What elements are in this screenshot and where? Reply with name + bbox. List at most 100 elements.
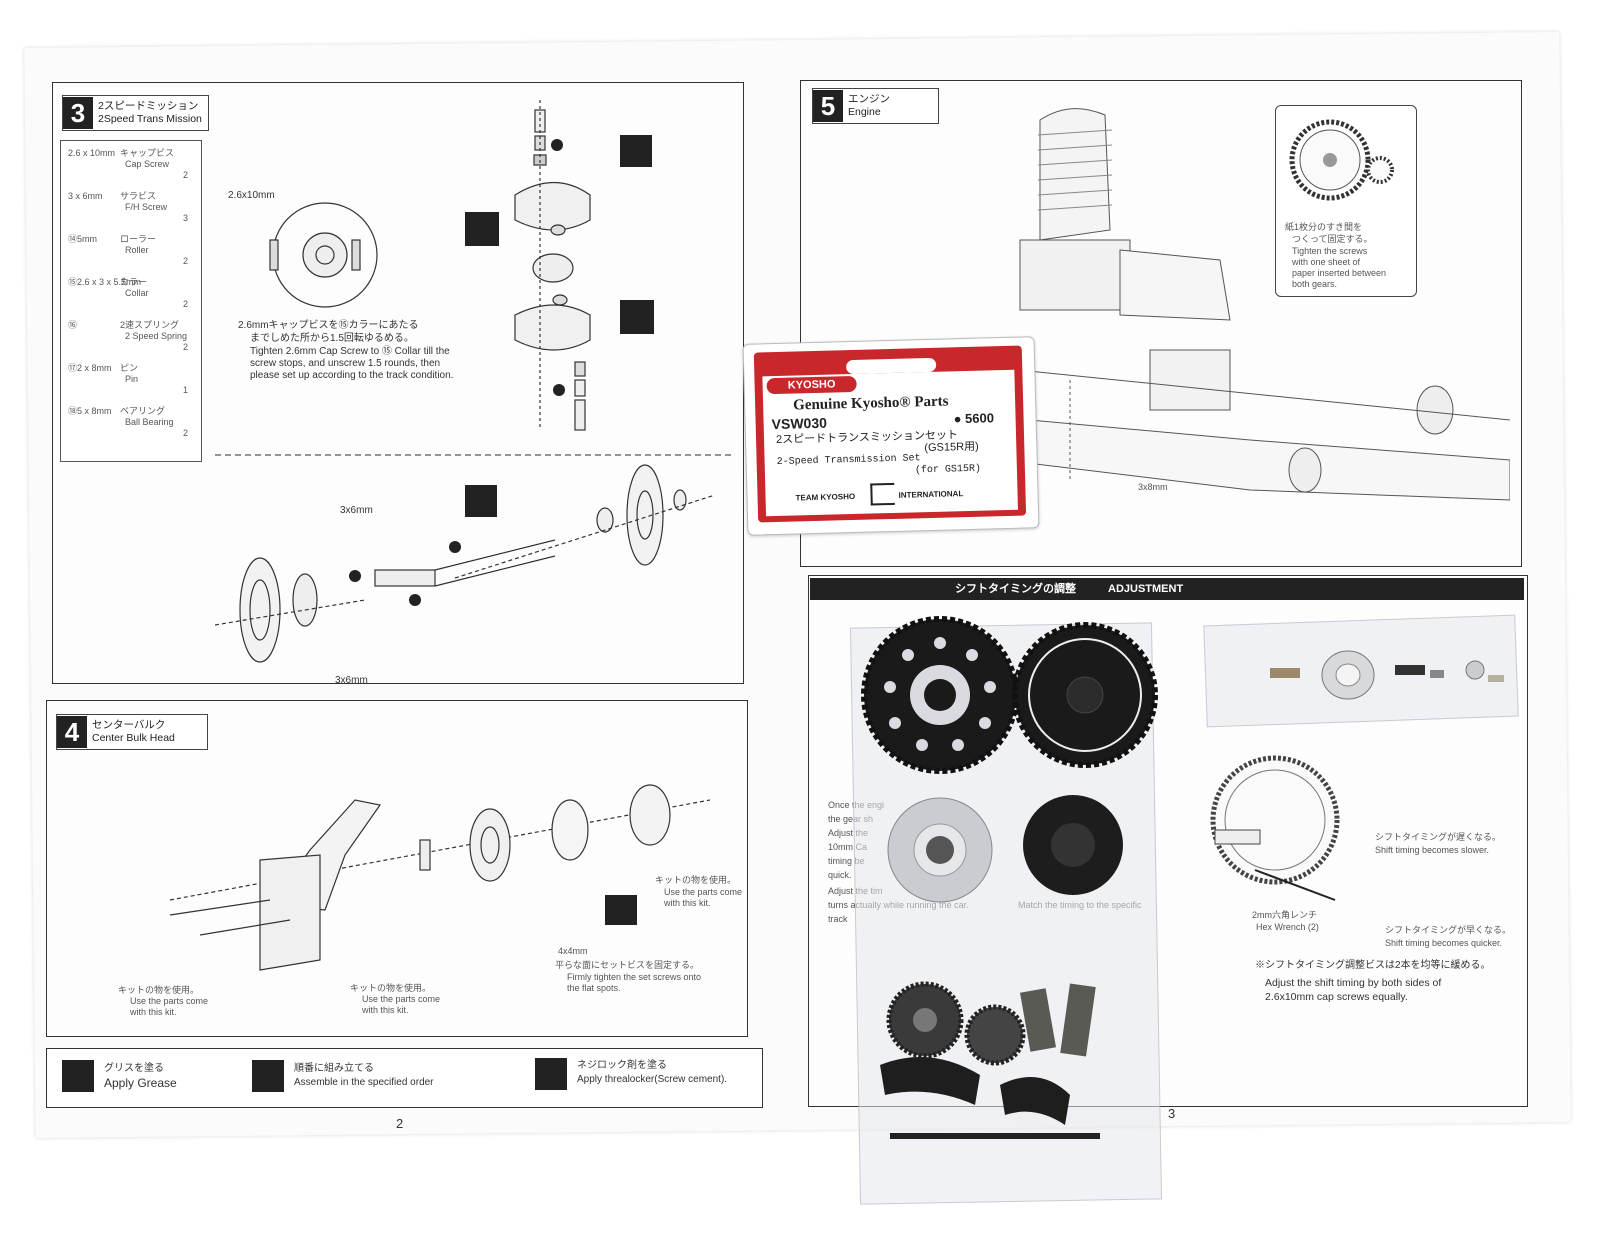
card-title: Genuine Kyosho® Parts [792, 393, 949, 414]
part-size: 3 x 6mm [68, 191, 103, 201]
legend-threadlock-en: Apply threalocker(Screw cement). [577, 1074, 728, 1085]
adjustment-text-line: track [828, 914, 848, 924]
adjustment-text-line: Adjust the [828, 828, 869, 838]
step3-number: 3 [63, 97, 93, 129]
product-name-en: 2-Speed Transmission Set [776, 453, 921, 469]
part-name-en: 2 Speed Spring [125, 331, 188, 341]
page-number-left: 2 [396, 1116, 404, 1131]
part-name-en: Pin [125, 374, 139, 384]
part-qty: 2 [183, 342, 189, 352]
product-name-jp-sub: (GS15R用) [924, 440, 979, 455]
part-qty: 2 [183, 256, 189, 266]
step4-note1-en-1: Use the parts come [130, 996, 209, 1006]
step4-number: 4 [57, 716, 87, 748]
step5-title-en: Engine [848, 106, 881, 118]
step3-title-en: 2Speed Trans Mission [98, 113, 202, 125]
step3-header: 3 2スピードミッション 2Speed Trans Mission [62, 95, 209, 131]
part-name-en: Roller [125, 245, 149, 255]
step3-parts-list [60, 140, 202, 462]
step4-note3-en-2: with this kit. [664, 898, 711, 908]
part-qty: 1 [183, 385, 189, 395]
adjustment-text-line: timing be [828, 856, 865, 866]
callout-en-3: paper inserted between [1292, 268, 1387, 278]
gear-adjust-diagram [1210, 755, 1340, 901]
step3-label-3x6-top: 3x6mm [340, 505, 373, 516]
part-name-jp: カラー [120, 277, 148, 287]
page-number-right: 3 [1168, 1106, 1176, 1121]
step4-note4-jp: 平らな面にセットビスを固定する。 [555, 960, 700, 970]
screws-and-springs [1270, 650, 1504, 700]
legend-threadlock-jp: ネジロック剤を塗る [577, 1060, 667, 1071]
timing-equal-en-1: Adjust the shift timing by both sides of [1265, 977, 1442, 989]
team-kyosho: TEAM KYOSHO [795, 491, 856, 503]
step3-exploded-diagram [215, 100, 735, 663]
timing-quicker-jp: シフトタイミングが早くなる。 [1385, 925, 1512, 935]
step4-note4-en-2: the flat spots. [567, 983, 621, 993]
step3-note-jp-2: までしめた所から1.5回転ゆるめる。 [250, 333, 414, 344]
part-name-en: Cap Screw [125, 159, 170, 169]
callout-en-2: with one sheet of [1292, 257, 1361, 267]
card-label: KYOSHO Genuine Kyosho® Parts VSW030 ● 56… [762, 369, 1018, 517]
step3-label-3x6-bottom: 3x6mm [335, 675, 368, 686]
k-logo-icon [870, 482, 895, 506]
adjustment-header-en: ADJUSTMENT [1108, 583, 1184, 595]
part-name-jp: ベアリング [120, 406, 166, 416]
part-size: ⑱5 x 8mm [68, 406, 112, 416]
spur-gear-small [1012, 622, 1158, 768]
part-name-en: Collar [125, 288, 149, 298]
symbol-legend [46, 1048, 763, 1108]
step4-note4-en-1: Firmly tighten the set screws onto [567, 972, 702, 982]
step3-note-en-3: please set up according to the track con… [250, 370, 454, 381]
step5-header: 5 エンジン Engine [812, 88, 939, 124]
step5-screw-label: 3x8mm [1138, 482, 1168, 492]
adjustment-text-line: quick. [828, 870, 852, 880]
step4-title-jp: センターバルク [92, 719, 166, 731]
step4-note1-jp: キットの物を使用。 [118, 985, 200, 995]
spur-gear-large [861, 616, 1019, 774]
clutch-shoe [1023, 795, 1123, 895]
engine-chassis-diagram [920, 108, 1510, 501]
part-qty: 3 [183, 213, 189, 223]
wrench-en: Hex Wrench (2) [1256, 922, 1319, 932]
part-name-jp: ローラー [120, 234, 157, 244]
order-icon [252, 1060, 284, 1092]
price: ● 5600 [953, 410, 995, 427]
legend-grease-en: Apply Grease [104, 1076, 177, 1090]
package-card: KYOSHO Genuine Kyosho® Parts VSW030 ● 56… [742, 336, 1040, 536]
step4-title-en: Center Bulk Head [92, 732, 175, 744]
part-size: ⑮2.6 x 3 x 5.5mm [68, 277, 142, 287]
callout-en-1: Tighten the screws [1292, 246, 1368, 256]
part-name-jp: ピン [120, 363, 139, 373]
step4-header: 4 センターバルク Center Bulk Head [56, 714, 208, 750]
part-name-jp: 2速スプリング [120, 320, 180, 330]
gear-mesh-icon [1289, 119, 1394, 201]
timing-equal-en-2: 2.6x10mm cap screws equally. [1265, 991, 1408, 1003]
part-size: ⑰2 x 8mm [68, 363, 112, 373]
step4-note2-en-2: with this kit. [362, 1005, 409, 1015]
step5-title-jp: エンジン [848, 93, 890, 105]
brand-logo: KYOSHO [766, 375, 857, 395]
step3-note-jp-1: 2.6mmキャップビスを⑮カラーにあたる [238, 320, 419, 331]
small-gears-and-shoes [880, 981, 1100, 1139]
timing-quicker-en: Shift timing becomes quicker. [1385, 938, 1503, 948]
part-name-en: Ball Bearing [125, 417, 174, 427]
part-size: ⑯ [68, 320, 78, 330]
part-name-jp: サラビス [120, 191, 157, 201]
part-name-jp: キャップビス [120, 148, 175, 158]
product-name-en-sub: (for GS15R) [914, 463, 982, 477]
step4-size-label: 4x4mm [558, 946, 588, 956]
step4-bulkhead-diagram [169, 784, 711, 971]
step3-title-jp: 2スピードミッション [98, 100, 199, 112]
part-qty: 2 [183, 299, 189, 309]
adjustment-text-line: the gear sh [828, 814, 874, 824]
step3-note-en-2: screw stops, and unscrew 1.5 rounds, the… [250, 358, 441, 369]
part-qty: 2 [183, 170, 189, 180]
step4-note3-en-1: Use the parts come [664, 887, 743, 897]
part-size: ⑭5mm [68, 234, 97, 244]
wrench-jp: 2mm六角レンチ [1252, 910, 1317, 920]
threadlocker-icon [535, 1058, 567, 1090]
callout-jp-1: 紙1枚分のすき間を [1285, 222, 1363, 232]
adjustment-header-jp: シフトタイミングの調整 [955, 583, 1076, 595]
timing-slower-jp: シフトタイミングが遅くなる。 [1375, 832, 1502, 842]
step4-panel [46, 700, 748, 1037]
